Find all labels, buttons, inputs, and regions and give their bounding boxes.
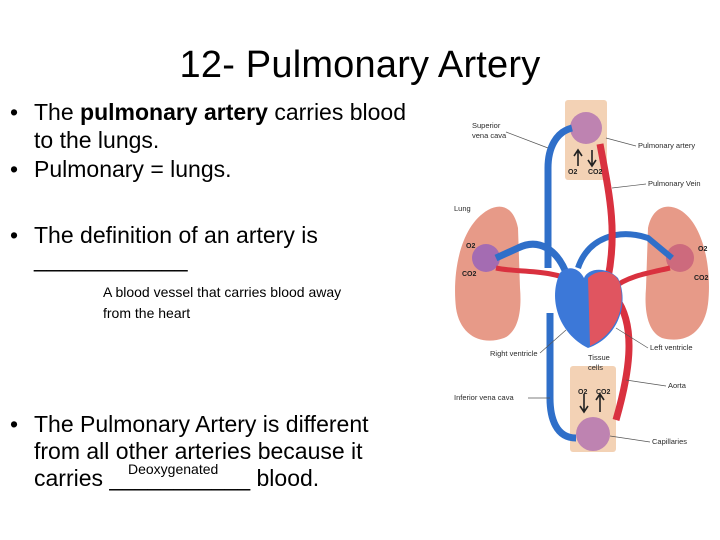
arrow-up-2 bbox=[595, 392, 605, 412]
definition-blank: ____________ bbox=[34, 246, 188, 272]
circulation-diagram: Superior vena cava Pulmonary artery Pulm… bbox=[454, 100, 709, 452]
bullet-text-pre: The bbox=[34, 99, 81, 125]
leader-aorta bbox=[625, 379, 667, 387]
leader-pulmonary-vein bbox=[611, 183, 647, 189]
bullet-symbol: • bbox=[10, 99, 19, 125]
upper-capillaries bbox=[570, 112, 602, 144]
arrow-up-1 bbox=[573, 148, 583, 166]
gas-co2-top: CO2 bbox=[588, 169, 603, 176]
label-inferior-vena-cava: Inferior vena cava bbox=[454, 393, 514, 402]
bullet-text: The definition of an artery is bbox=[34, 222, 318, 248]
label-aorta: Aorta bbox=[668, 381, 687, 390]
definition-answer-line1: A blood vessel that carries blood away bbox=[103, 284, 342, 300]
bullet-text-line1: The Pulmonary Artery is different bbox=[34, 411, 369, 437]
heart-left-side bbox=[588, 271, 622, 346]
aorta-up bbox=[596, 143, 616, 279]
label-tissue-cells-2: cells bbox=[588, 363, 603, 372]
label-superior-vena-cava: Superior bbox=[472, 121, 501, 130]
label-left-ventricle: Left ventricle bbox=[650, 343, 693, 352]
bullet-text-bold: pulmonary artery bbox=[80, 99, 268, 125]
gas-co2-right: CO2 bbox=[694, 275, 709, 282]
bullet-text: Pulmonary = lungs. bbox=[34, 156, 232, 182]
label-tissue-cells: Tissue bbox=[588, 353, 610, 362]
gas-o2-right: O2 bbox=[698, 246, 707, 253]
arrow-down-1 bbox=[587, 150, 597, 168]
lower-capillaries bbox=[576, 417, 610, 451]
aorta-down bbox=[612, 295, 633, 421]
blank-answer: Deoxygenated bbox=[128, 461, 219, 477]
definition-answer-line2: from the heart bbox=[103, 305, 191, 321]
label-pulmonary-artery: Pulmonary artery bbox=[638, 141, 695, 150]
leader-capillaries bbox=[609, 435, 651, 443]
label-capillaries: Capillaries bbox=[652, 437, 687, 446]
bullet-text-line2: to the lungs. bbox=[34, 127, 160, 153]
bullet-text-post: carries blood bbox=[267, 99, 407, 125]
label-right-ventricle: Right ventricle bbox=[490, 349, 538, 358]
leader-superior-vena-cava bbox=[505, 131, 549, 149]
pulmonary-artery-vessel bbox=[494, 240, 572, 280]
bullet-symbol: • bbox=[10, 411, 19, 437]
gas-o2-bottom: O2 bbox=[578, 389, 587, 396]
label-superior-vena-cava-2: vena cava bbox=[472, 131, 507, 140]
leader-right-ventricle bbox=[539, 329, 567, 354]
left-lung bbox=[455, 206, 521, 341]
left-lung-capillaries bbox=[472, 244, 500, 272]
superior-vena-cava bbox=[544, 124, 574, 268]
bullet-symbol: • bbox=[10, 156, 19, 182]
bullet-symbol: • bbox=[10, 222, 19, 248]
right-lung bbox=[645, 206, 709, 340]
right-lung-capillaries bbox=[666, 244, 694, 272]
leader-left-ventricle bbox=[615, 327, 649, 349]
gas-co2-left: CO2 bbox=[462, 271, 477, 278]
slide-title: 12- Pulmonary Artery bbox=[179, 44, 541, 86]
arrow-down-2 bbox=[579, 394, 589, 414]
bullet-text-line3: carries ___________ blood. bbox=[34, 465, 320, 491]
gas-co2-bottom: CO2 bbox=[596, 389, 611, 396]
leader-pulmonary-artery bbox=[605, 137, 637, 147]
label-lung: Lung bbox=[454, 204, 471, 213]
bullet-text: The pulmonary artery carries blood bbox=[34, 98, 406, 126]
gas-o2-top: O2 bbox=[568, 169, 577, 176]
inferior-vena-cava bbox=[546, 313, 577, 442]
gas-o2-left: O2 bbox=[466, 243, 475, 250]
label-pulmonary-vein: Pulmonary Vein bbox=[648, 179, 701, 188]
bullet-text-line2: from all other arteries because it bbox=[34, 438, 363, 464]
